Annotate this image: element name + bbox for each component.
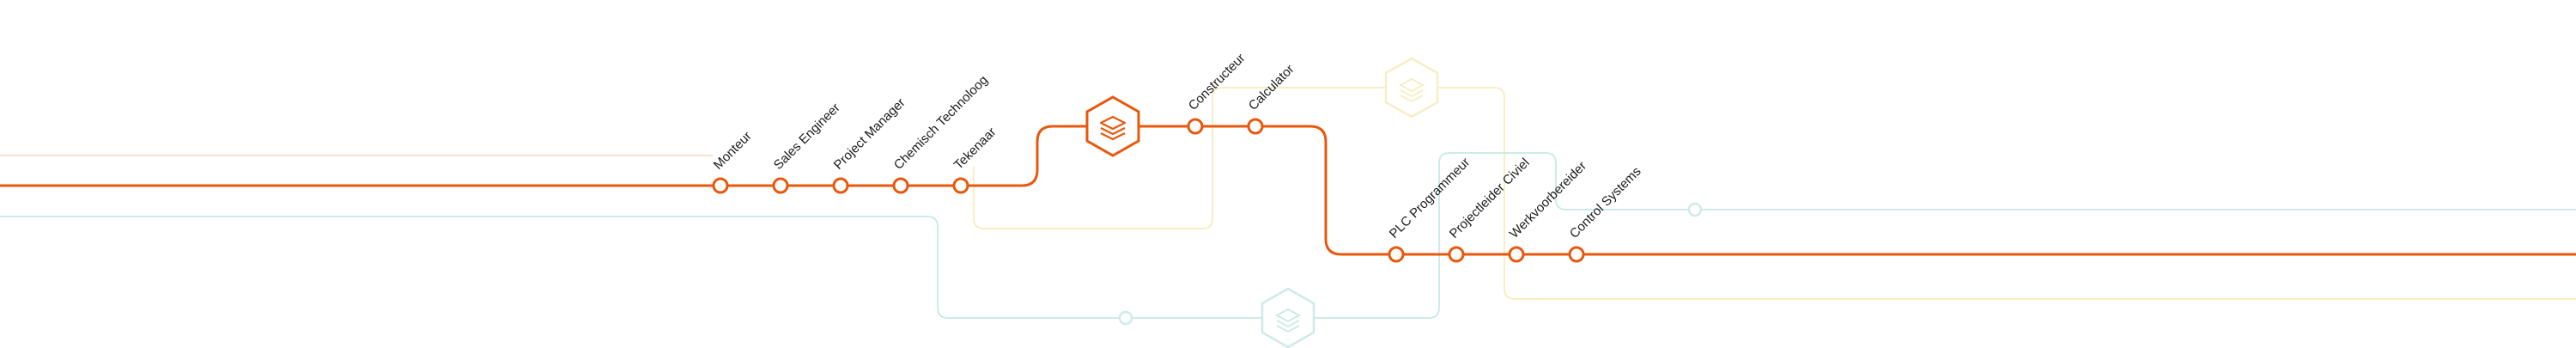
station-marker bbox=[1448, 246, 1465, 263]
station-marker bbox=[952, 177, 969, 194]
station-label: Constructeur bbox=[1186, 51, 1249, 113]
layers-hex-icon bbox=[1261, 287, 1315, 348]
station-label: Monteur bbox=[711, 129, 755, 173]
station-marker bbox=[772, 177, 789, 194]
station-sales-engineer[interactable]: Sales Engineer bbox=[771, 101, 843, 194]
station-marker bbox=[1247, 118, 1264, 135]
station-tekenaar[interactable]: Tekenaar bbox=[951, 125, 999, 194]
station-marker bbox=[1508, 246, 1525, 263]
faded-teal-line bbox=[0, 152, 2576, 319]
station-marker bbox=[1388, 246, 1405, 263]
station-plc-programmeur[interactable]: PLC Programmeur bbox=[1387, 155, 1473, 263]
station-marker bbox=[832, 177, 849, 194]
layers-hex-icon bbox=[1384, 57, 1439, 119]
active-route-line bbox=[0, 125, 2576, 256]
station-marker bbox=[892, 177, 909, 194]
station-label: Tekenaar bbox=[951, 125, 999, 173]
faded-yellow-line bbox=[973, 87, 2576, 300]
station-project-manager[interactable]: Project Manager bbox=[831, 95, 908, 194]
station-marker bbox=[1568, 246, 1585, 263]
layers-hex-icon bbox=[1085, 95, 1140, 157]
faded-station bbox=[1118, 310, 1133, 326]
station-monteur[interactable]: Monteur bbox=[711, 129, 755, 194]
station-constructeur[interactable]: Constructeur bbox=[1186, 51, 1249, 135]
faded-station bbox=[1687, 202, 1703, 217]
station-chemisch-technoloog[interactable]: Chemisch Technoloog bbox=[891, 73, 991, 194]
station-marker bbox=[712, 177, 729, 194]
station-calculator[interactable]: Calculator bbox=[1246, 62, 1297, 135]
station-marker bbox=[1187, 118, 1204, 135]
